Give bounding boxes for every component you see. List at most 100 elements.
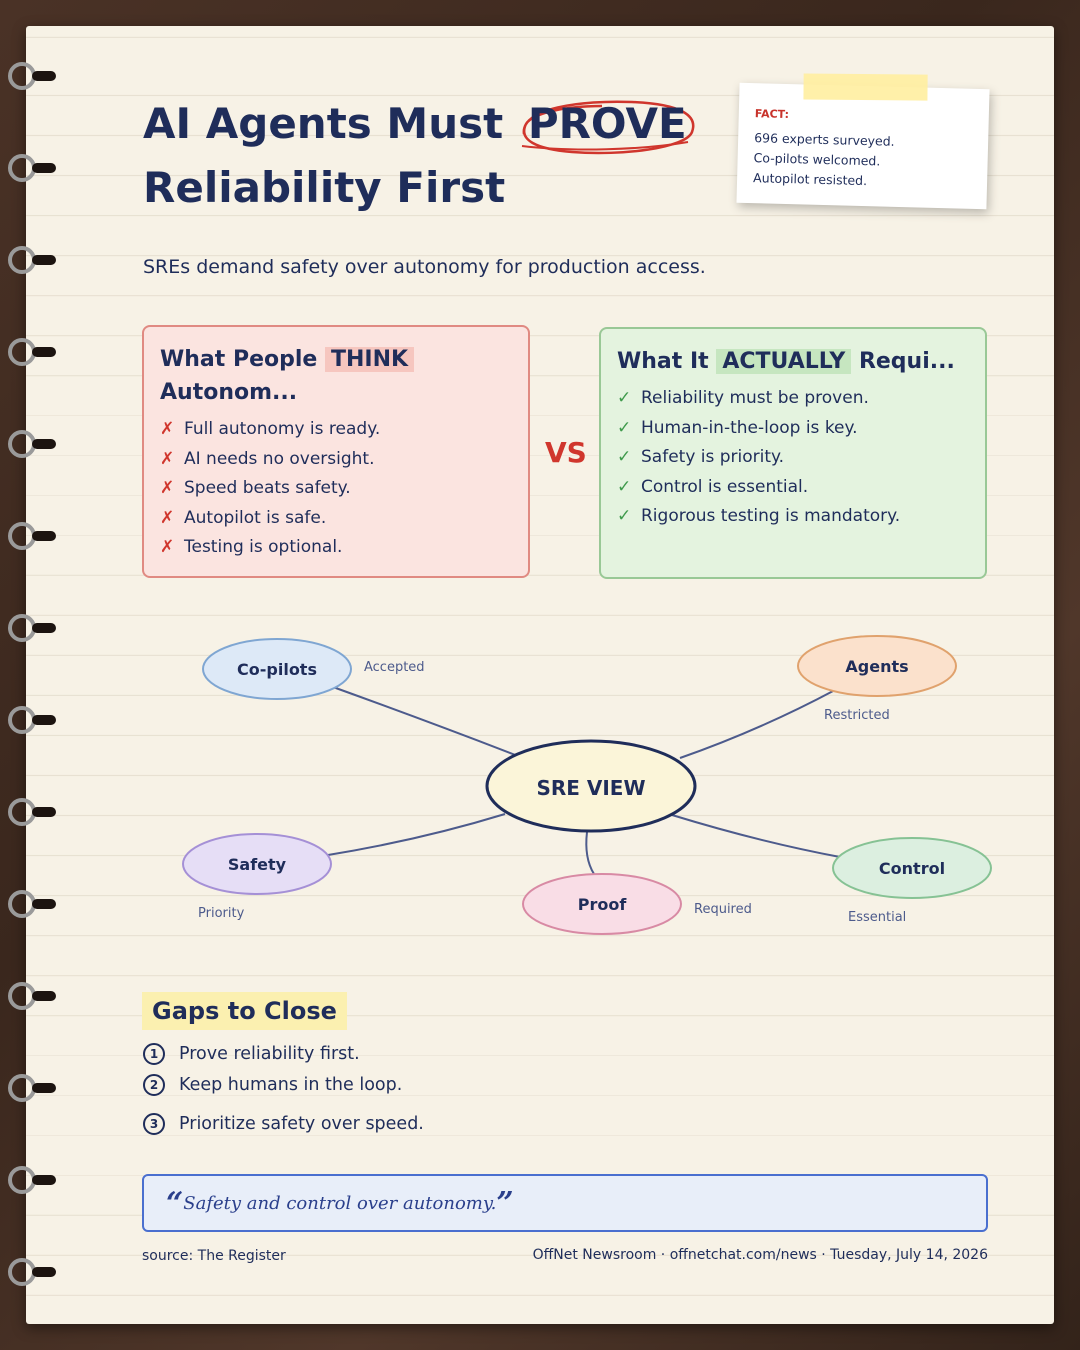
gap-item: 2 Keep humans in the loop. — [143, 1074, 402, 1096]
binder-ring — [8, 982, 56, 1010]
binder-ring — [8, 798, 56, 826]
list-item-text: Reliability must be proven. — [641, 388, 869, 408]
list-item-text: Rigorous testing is mandatory. — [641, 506, 901, 526]
circle-scribble-icon — [521, 100, 695, 155]
cross-icon: ✗ — [160, 537, 175, 557]
node-note: Restricted — [824, 708, 890, 723]
list-item-text: Full autonomy is ready. — [184, 419, 381, 439]
title-line2: Reliability First — [143, 163, 506, 212]
actual-box: What It ACTUALLY Requi... ✓ Reliability m… — [599, 327, 987, 579]
actual-title-prefix: What It — [617, 349, 709, 374]
list-item-text: Human-in-the-loop is key. — [641, 417, 858, 438]
node-note: Required — [694, 902, 752, 917]
connector-line — [679, 689, 836, 759]
mind-map-node — [202, 638, 352, 700]
list-item-text: Testing is optional. — [184, 537, 343, 557]
center-label: SRE VIEW — [536, 776, 645, 800]
vs-label: VS — [545, 436, 587, 469]
footer-credit: OffNet Newsroom · offnetchat.com/news · … — [532, 1247, 988, 1263]
check-icon: ✓ — [617, 417, 632, 438]
list-item: ✗ Speed beats safety. — [160, 474, 512, 504]
gaps-title: Gaps to Close — [142, 992, 347, 1030]
list-item: ✓ Human-in-the-loop is key. — [617, 414, 969, 444]
quote-close-icon: ” — [496, 1185, 514, 1221]
number-badge: 1 — [143, 1043, 165, 1065]
binder-ring — [8, 246, 56, 274]
binder-ring — [8, 1074, 56, 1102]
gap-item: 3 Prioritize safety over speed. — [143, 1113, 424, 1135]
list-item-text: AI needs no oversight. — [184, 448, 375, 469]
list-item-text: Safety is priority. — [641, 447, 785, 467]
cross-icon: ✗ — [160, 448, 175, 469]
title-highlight: PROVE — [518, 92, 697, 156]
gap-text: Prove reliability first. — [179, 1044, 360, 1064]
subtitle: SREs demand safety over autonomy for pro… — [143, 256, 706, 278]
list-item: ✓ Safety is priority. — [617, 443, 969, 473]
quote-open-icon: “ — [166, 1185, 184, 1221]
quote-text: Safety and control over autonomy. — [183, 1192, 497, 1214]
list-item-text: Control is essential. — [641, 476, 809, 497]
binder-ring — [8, 706, 56, 734]
actual-title-highlight: ACTUALLY — [716, 349, 852, 374]
node-note: Essential — [848, 910, 906, 925]
node-note: Accepted — [364, 660, 425, 675]
number-badge: 3 — [143, 1113, 165, 1135]
connector-line — [671, 814, 841, 858]
think-title-prefix: What People — [160, 347, 318, 372]
mind-map-center-node — [485, 739, 697, 833]
connector-line — [585, 831, 595, 875]
binder-ring — [8, 890, 56, 918]
mind-map-node — [797, 635, 957, 697]
binder-ring — [8, 522, 56, 550]
node-label: Control — [879, 859, 945, 878]
page-title: AI Agents Must PROVE Reliability First — [143, 92, 743, 220]
title-prefix: AI Agents Must — [143, 99, 504, 148]
node-label: Co-pilots — [237, 660, 317, 679]
node-note: Priority — [198, 906, 245, 921]
node-label: Safety — [228, 855, 287, 874]
think-title-highlight: THINK — [325, 347, 415, 372]
list-item: ✓ Control is essential. — [617, 473, 969, 503]
cross-icon: ✗ — [160, 419, 175, 439]
binder-ring — [8, 154, 56, 182]
check-icon: ✓ — [617, 476, 632, 497]
node-label: Agents — [845, 657, 908, 676]
mind-map-node — [182, 833, 332, 895]
list-item-text: Autopilot is safe. — [184, 507, 327, 528]
list-item: ✗ Autopilot is safe. — [160, 504, 512, 534]
binder-ring — [8, 614, 56, 642]
list-item-text: Speed beats safety. — [184, 478, 351, 498]
binder-ring — [8, 1166, 56, 1194]
think-box-title: What People THINK Autonom... — [160, 343, 512, 409]
actual-box-title: What It ACTUALLY Requi... — [617, 345, 969, 378]
cross-icon: ✗ — [160, 507, 175, 528]
binder-ring — [8, 430, 56, 458]
think-title-suffix: Autonom... — [160, 380, 298, 405]
actual-title-suffix: Requi... — [858, 349, 955, 374]
binder-ring — [8, 338, 56, 366]
mind-map-node — [832, 837, 992, 899]
connector-line — [332, 686, 519, 757]
number-badge: 2 — [143, 1074, 165, 1096]
list-item: ✓ Reliability must be proven. — [617, 384, 969, 414]
think-box: What People THINK Autonom... ✗ Full auton… — [142, 325, 530, 578]
list-item: ✗ Testing is optional. — [160, 533, 512, 563]
connector-line — [327, 813, 506, 856]
binder-ring — [8, 62, 56, 90]
cross-icon: ✗ — [160, 478, 175, 498]
list-item: ✗ Full autonomy is ready. — [160, 415, 512, 445]
gap-text: Keep humans in the loop. — [179, 1075, 403, 1095]
mind-map-node — [522, 873, 682, 935]
gap-item: 1 Prove reliability first. — [143, 1043, 360, 1065]
check-icon: ✓ — [617, 388, 632, 408]
pull-quote: “ Safety and control over autonomy. ” — [142, 1174, 988, 1232]
gap-text: Prioritize safety over speed. — [179, 1114, 424, 1134]
list-item: ✗ AI needs no oversight. — [160, 445, 512, 475]
source-credit: source: The Register — [142, 1248, 286, 1264]
binder-ring — [8, 1258, 56, 1286]
check-icon: ✓ — [617, 447, 632, 467]
node-label: Proof — [578, 895, 628, 914]
check-icon: ✓ — [617, 506, 632, 526]
list-item: ✓ Rigorous testing is mandatory. — [617, 502, 969, 532]
